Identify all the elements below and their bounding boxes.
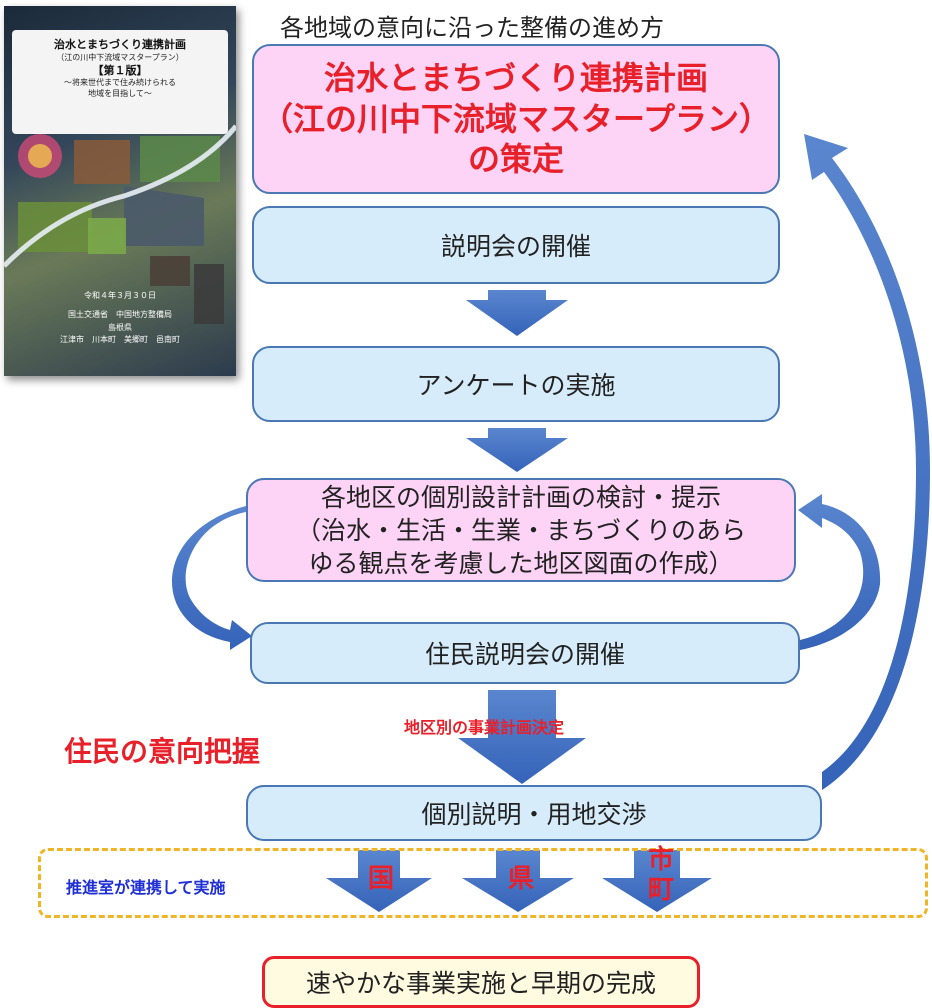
cover-date: 令和４年３月３０日	[84, 291, 156, 300]
step-briefing-session: 説明会の開催	[252, 206, 780, 284]
step-district-design: 各地区の個別設計計画の検討・提示 （治水・生活・生業・まちづくりのあら ゆる観点…	[246, 478, 796, 582]
design-line-1: 各地区の個別設計計画の検討・提示	[320, 482, 721, 512]
collaboration-label: 推進室が連携して実施	[66, 878, 226, 897]
cover-org-3: 江津市 川本町 美郷町 邑南町	[60, 335, 180, 345]
step-survey-label: アンケートの実施	[416, 371, 616, 400]
actor-country-label: 国	[368, 864, 395, 894]
cover-photo-collage-icon	[4, 124, 236, 324]
design-line-3: ゆる観点を考慮した地区図面の作成）	[308, 548, 734, 578]
left-loop-arrow-icon	[172, 506, 252, 650]
cover-tagline-1: 〜将来世代まで住み続けられる	[64, 78, 176, 88]
down-arrow-3-icon	[458, 690, 586, 784]
cover-org-1: 国土交通省 中国地方整備局	[68, 309, 172, 319]
down-arrow-2-icon	[466, 428, 568, 472]
final-outcome-box: 速やかな事業実施と早期の完成	[262, 956, 700, 1008]
collaboration-frame	[38, 848, 928, 918]
cover-org-2: 島根県	[108, 322, 132, 332]
plan-formulation-box: 治水とまちづくり連携計画 （江の川中下流域マスタープラン） の策定	[252, 44, 780, 194]
actor-city-label: 市	[648, 845, 675, 875]
resident-intent-label: 住民の意向把握	[64, 735, 261, 768]
decision-label: 地区別の事業計画決定	[404, 718, 565, 737]
down-arrow-1-icon	[466, 290, 568, 336]
step-negotiation-label: 個別説明・用地交渉	[421, 800, 647, 829]
actor-arrow-prefecture-icon	[462, 850, 574, 912]
plan-line-2: （江の川中下流域マスタープラン）	[260, 99, 772, 138]
cover-subtitle: （江の川中下流域マスタープラン）	[56, 52, 184, 62]
plan-line-1: 治水とまちづくり連携計画	[323, 58, 708, 97]
step-resident-briefing-label: 住民説明会の開催	[424, 640, 625, 669]
actor-city-town-label: 市 町	[648, 845, 675, 906]
cover-edition: 【第１版】	[92, 63, 148, 77]
actor-prefecture-label: 県	[508, 864, 535, 894]
actor-town-label: 町	[648, 874, 675, 905]
cover-title: 治水とまちづくり連携計画	[54, 38, 186, 51]
final-outcome-label: 速やかな事業実施と早期の完成	[305, 969, 656, 998]
diagram-title: 各地域の意向に沿った整備の進め方	[280, 14, 664, 42]
step-resident-briefing: 住民説明会の開催	[250, 622, 800, 684]
actor-arrow-city-icon	[602, 850, 712, 912]
cover-header: 治水とまちづくり連携計画 （江の川中下流域マスタープラン） 【第１版】 〜将来世…	[12, 30, 228, 134]
plan-cover-image: 治水とまちづくり連携計画 （江の川中下流域マスタープラン） 【第１版】 〜将来世…	[4, 6, 236, 376]
design-line-2: （治水・生活・生業・まちづくりのあら	[295, 515, 746, 545]
cover-footer: 令和４年３月３０日 国土交通省 中国地方整備局 島根県 江津市 川本町 美郷町 …	[12, 290, 228, 370]
step-briefing-label: 説明会の開催	[440, 232, 591, 261]
actor-arrow-country-icon	[326, 850, 432, 912]
return-loop-arrow-icon	[804, 134, 930, 790]
plan-line-3: の策定	[467, 140, 564, 179]
cover-tagline-2: 地域を目指して〜	[88, 89, 152, 99]
step-survey: アンケートの実施	[252, 346, 780, 422]
right-loop-arrow-icon	[798, 494, 881, 650]
step-individual-negotiation: 個別説明・用地交渉	[246, 785, 822, 841]
